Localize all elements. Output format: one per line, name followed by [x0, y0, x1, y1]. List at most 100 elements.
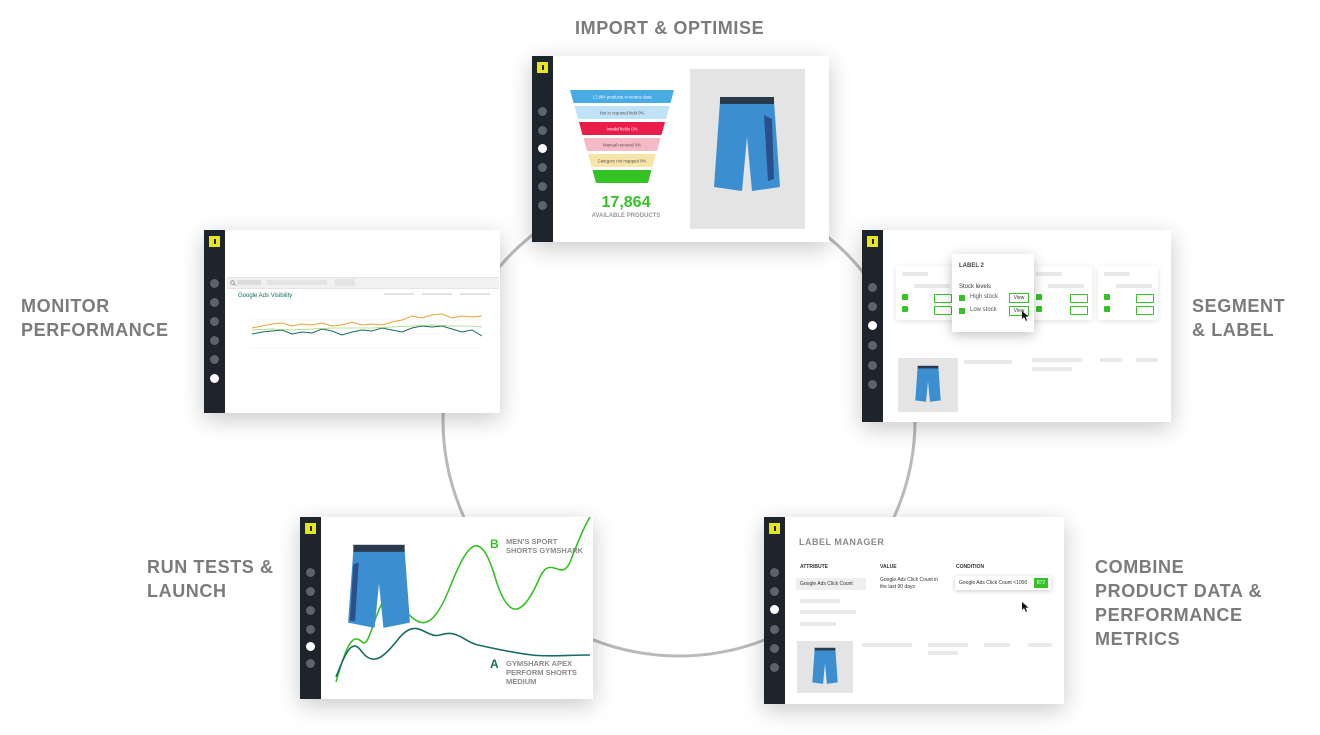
funnel-stage-label: 17,864 products in source data — [592, 95, 652, 100]
variant-b-label: MEN'S SPORT SHORTS GYMSHARK — [506, 537, 583, 555]
column-header-attribute: ATTRIBUTE — [800, 564, 828, 570]
label-manager-title: LABEL MANAGER — [799, 537, 885, 547]
condition-count-badge: 872 — [1034, 578, 1048, 588]
nav-dot[interactable] — [306, 659, 315, 668]
nav-dot[interactable] — [306, 625, 315, 634]
nav-dot-active[interactable] — [210, 374, 219, 383]
stage-label-line: MONITOR — [21, 296, 110, 316]
logo-icon — [537, 62, 548, 73]
condition-cell[interactable]: Google Ads Click Count <1000 872 — [955, 576, 1051, 590]
available-products-label: AVAILABLE PRODUCTS — [591, 213, 661, 219]
option-label: Low stock — [970, 307, 997, 313]
cursor-icon — [1022, 311, 1029, 321]
nav-dot[interactable] — [868, 380, 877, 389]
funnel-stage — [588, 154, 656, 167]
nav-dot[interactable] — [770, 587, 779, 596]
logo-icon — [305, 523, 316, 534]
stage-label-line: SEGMENT — [1192, 296, 1286, 316]
available-products-count: 17,864 — [601, 194, 651, 211]
segment-card: LABEL 2 Stock levels High stock View Low… — [862, 230, 1171, 422]
nav-dot[interactable] — [210, 355, 219, 364]
sidebar-rail — [300, 517, 321, 699]
stage-label-line: & LABEL — [1192, 320, 1275, 340]
nav-dot[interactable] — [538, 182, 547, 191]
variant-b-label-line: MEN'S SPORT — [506, 537, 558, 546]
funnel-stage — [579, 122, 665, 135]
search-input[interactable] — [237, 280, 261, 285]
view-button[interactable]: View — [1009, 306, 1029, 316]
stage-label-line: METRICS — [1095, 629, 1181, 649]
search-icon[interactable] — [230, 280, 236, 286]
nav-dot-active[interactable] — [770, 605, 779, 614]
ab-test-curves — [335, 517, 591, 683]
nav-dot[interactable] — [306, 568, 315, 577]
nav-dot[interactable] — [210, 336, 219, 345]
stage-label-combine: COMBINE PRODUCT DATA & PERFORMANCE METRI… — [1095, 555, 1262, 651]
nav-dot[interactable] — [770, 644, 779, 653]
nav-dot[interactable] — [868, 302, 877, 311]
variant-a-letter: A — [490, 657, 499, 671]
funnel-stage — [583, 138, 661, 151]
variant-b-letter: B — [490, 537, 499, 551]
nav-dot[interactable] — [210, 317, 219, 326]
combine-card: LABEL MANAGER ATTRIBUTE VALUE CONDITION … — [764, 517, 1064, 704]
series-teal — [251, 325, 483, 337]
checkbox-icon[interactable] — [959, 308, 965, 314]
nav-dot[interactable] — [538, 107, 547, 116]
series-green — [251, 324, 483, 331]
attribute-cell[interactable]: Google Ads Click Count — [796, 578, 866, 590]
stage-label-run: RUN TESTS & LAUNCH — [147, 555, 274, 603]
sidebar-rail — [204, 230, 225, 413]
nav-dot[interactable] — [538, 201, 547, 210]
label-column — [1030, 266, 1092, 320]
condition-text: Google Ads Click Count <1000 — [959, 580, 1028, 586]
checkbox-icon[interactable] — [959, 295, 965, 301]
product-thumbnail — [797, 641, 853, 693]
visibility-line-chart — [250, 313, 483, 349]
shorts-image-icon — [812, 647, 838, 684]
nav-dot[interactable] — [210, 279, 219, 288]
nav-dot-active[interactable] — [868, 321, 877, 330]
view-button[interactable]: View — [1009, 293, 1029, 303]
curve-b — [335, 517, 591, 683]
value-cell: Google Ads Click Count in the last 90 da… — [880, 577, 939, 590]
nav-dot[interactable] — [210, 298, 219, 307]
stage-label-monitor: MONITOR PERFORMANCE — [21, 294, 169, 342]
nav-dot[interactable] — [538, 163, 547, 172]
nav-dot[interactable] — [868, 341, 877, 350]
nav-dot[interactable] — [306, 587, 315, 596]
legend — [384, 293, 494, 296]
funnel-stage-label: Category not mapped 0% — [598, 159, 647, 164]
shorts-image-icon — [915, 365, 941, 402]
nav-dot[interactable] — [770, 663, 779, 672]
stage-label-line: COMBINE — [1095, 557, 1185, 577]
nav-dot[interactable] — [770, 625, 779, 634]
variant-a-label-line: GYMSHARK APEX — [506, 659, 572, 668]
chart-title: Google Ads Visibility — [238, 293, 293, 299]
nav-dot[interactable] — [770, 568, 779, 577]
popup-title: LABEL 2 — [959, 263, 984, 269]
stage-label-line: RUN TESTS & — [147, 557, 274, 577]
nav-dot[interactable] — [306, 606, 315, 615]
funnel-stage — [574, 106, 670, 119]
sidebar-rail — [862, 230, 883, 422]
label-popup: LABEL 2 Stock levels High stock View Low… — [952, 254, 1034, 332]
funnel-stage — [570, 90, 674, 103]
filter-button[interactable] — [335, 279, 355, 286]
logo-icon — [209, 236, 220, 247]
nav-dot-active[interactable] — [538, 144, 547, 153]
nav-dot[interactable] — [538, 126, 547, 135]
funnel-stage-label: Not in required field 0% — [600, 111, 645, 116]
popup-subtitle: Stock levels — [959, 284, 992, 290]
label-column — [1098, 266, 1158, 320]
column-header-condition: CONDITION — [956, 564, 985, 570]
cursor-icon — [1022, 602, 1029, 612]
nav-dot[interactable] — [868, 283, 877, 292]
nav-dot-active[interactable] — [306, 642, 315, 651]
date-range-input[interactable] — [267, 280, 327, 285]
run-tests-card: B MEN'S SPORT SHORTS GYMSHARK A GYMSHARK… — [300, 517, 593, 699]
curve-a — [335, 627, 591, 678]
nav-dot[interactable] — [868, 361, 877, 370]
funnel-stage-label: Invalid fields 0% — [606, 127, 637, 132]
